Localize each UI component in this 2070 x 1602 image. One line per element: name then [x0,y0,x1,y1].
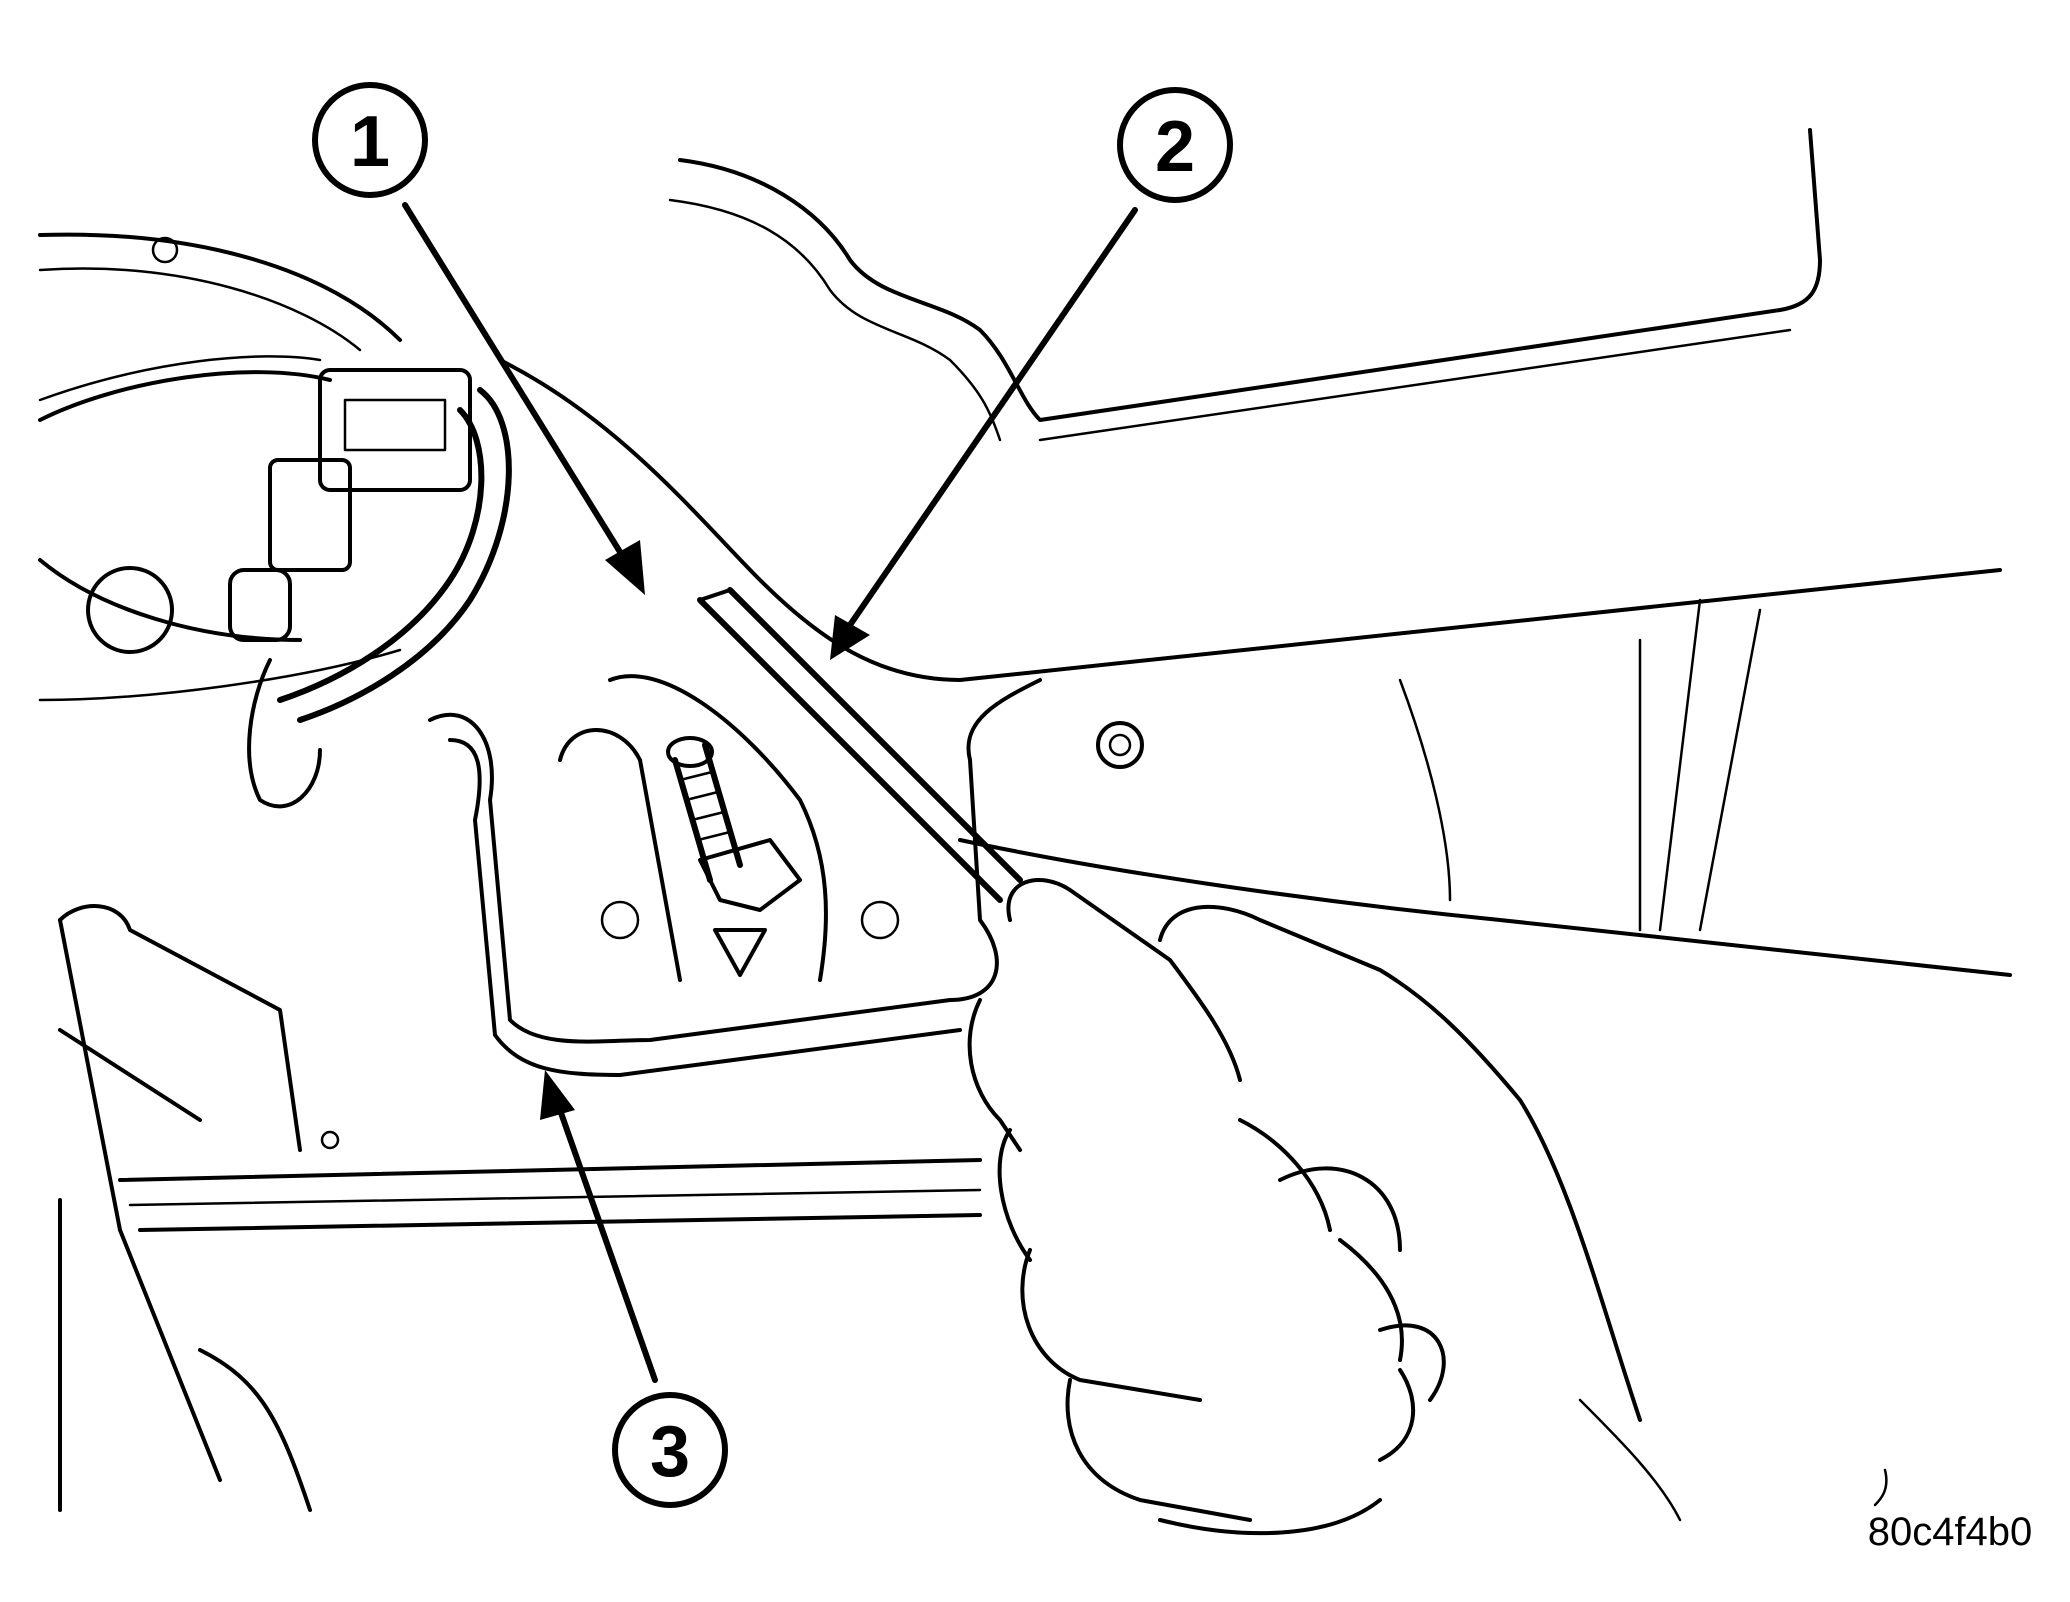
figure-code: 80c4f4b0 [1868,1468,2033,1554]
arrowhead-3 [540,1070,575,1120]
upper-body-panel [668,128,1822,442]
beam-bolt [1096,721,1144,769]
callout-1-label: 1 [350,102,390,182]
leader-arrows [402,202,1138,1383]
hand [967,878,1682,1536]
callout-3-label: 3 [650,1412,690,1492]
figure-code-label: 80c4f4b0 [1868,1510,2033,1554]
callout-2-label: 2 [1155,107,1195,187]
wiring-connector [228,368,512,809]
callout-3: 3 [612,1392,728,1508]
pry-tool [697,587,1023,903]
mounting-bracket [428,674,1042,1077]
crossmember-beam [498,358,2012,977]
callout-1: 1 [312,82,428,198]
arrowhead-2 [830,615,870,660]
threaded-stud [666,736,802,912]
callout-2: 2 [1117,87,1233,203]
arrowhead-1 [605,540,645,595]
lower-frame-rail [58,904,982,1512]
round-housing [38,232,402,702]
